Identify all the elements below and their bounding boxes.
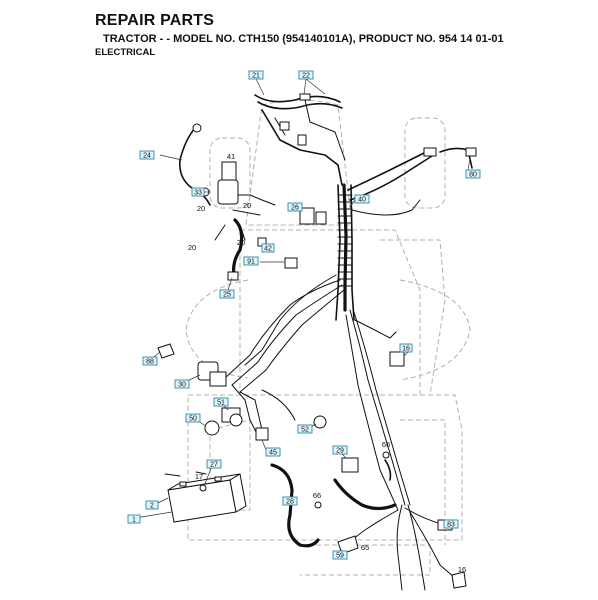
callout-25[interactable]: 25 xyxy=(219,289,235,299)
callout-21[interactable]: 21 xyxy=(248,70,264,80)
svg-text:52: 52 xyxy=(301,427,309,434)
label-20-a: 20 xyxy=(197,204,205,213)
svg-text:59: 59 xyxy=(336,553,344,560)
label-66-a: 66 xyxy=(382,440,390,449)
parts xyxy=(157,93,477,589)
callout-29[interactable]: 29 xyxy=(332,445,348,455)
part-45 xyxy=(255,427,269,441)
svg-text:2: 2 xyxy=(150,503,154,510)
label-20-d: 20 xyxy=(188,243,196,252)
ignition-key-housing xyxy=(221,161,237,181)
connector-21 xyxy=(279,121,290,131)
battery xyxy=(167,473,247,523)
battery-terminal-neg xyxy=(179,481,187,487)
callout-26[interactable]: 26 xyxy=(287,202,303,212)
ignition-switch xyxy=(217,179,239,205)
svg-text:26: 26 xyxy=(291,205,299,212)
label-20-c: 20 xyxy=(237,238,245,247)
svg-text:80: 80 xyxy=(469,172,477,179)
callout-52[interactable]: 52 xyxy=(297,424,313,434)
callout-16[interactable]: 16 xyxy=(399,343,413,353)
switch-26 xyxy=(299,207,315,225)
callout-40[interactable]: 40 xyxy=(354,194,370,204)
label-16-b: 16 xyxy=(458,565,466,574)
svg-text:22: 22 xyxy=(302,73,310,80)
connector-top xyxy=(297,134,307,146)
svg-text:91: 91 xyxy=(247,259,255,266)
svg-text:42: 42 xyxy=(264,246,272,253)
part-91 xyxy=(284,257,298,269)
terminal-25 xyxy=(227,271,239,281)
lamp-50b xyxy=(229,413,243,427)
label-66-b: 66 xyxy=(313,491,321,500)
callout-42[interactable]: 42 xyxy=(261,243,275,253)
callout-59[interactable]: 59 xyxy=(332,550,348,560)
svg-text:40: 40 xyxy=(358,197,366,204)
callout-83[interactable]: 83 xyxy=(443,519,459,529)
svg-text:24: 24 xyxy=(143,153,151,160)
callout-28[interactable]: 28 xyxy=(282,496,298,506)
svg-text:88: 88 xyxy=(146,359,154,366)
terminal-24 xyxy=(192,123,202,133)
label-41: 41 xyxy=(227,152,235,161)
svg-text:28: 28 xyxy=(286,499,294,506)
label-20-b: 20 xyxy=(243,201,251,210)
svg-text:25: 25 xyxy=(223,292,231,299)
callout-50[interactable]: 50 xyxy=(185,413,201,423)
callout-80[interactable]: 80 xyxy=(465,169,481,179)
svg-text:27: 27 xyxy=(210,462,218,469)
svg-text:29: 29 xyxy=(336,448,344,455)
connector-80 xyxy=(423,147,437,157)
svg-text:50: 50 xyxy=(189,416,197,423)
callout-45[interactable]: 45 xyxy=(265,447,281,457)
switch-16b xyxy=(451,571,467,589)
part-88 xyxy=(157,343,175,359)
lamp-50 xyxy=(204,420,220,436)
solenoid-29 xyxy=(341,457,359,473)
callout-91[interactable]: 91 xyxy=(243,256,259,266)
part-59 xyxy=(337,535,359,555)
connector-22 xyxy=(299,93,311,101)
section-label: ELECTRICAL xyxy=(95,47,156,58)
callout-24[interactable]: 24 xyxy=(139,150,155,160)
callout-2[interactable]: 2 xyxy=(145,500,159,510)
callout-27[interactable]: 27 xyxy=(206,459,222,469)
nut-27 xyxy=(199,484,207,492)
relay-30b xyxy=(209,371,227,387)
svg-text:30: 30 xyxy=(178,382,186,389)
harness-corrugation xyxy=(337,194,353,287)
label-17: 17 xyxy=(195,472,203,481)
callout-33[interactable]: 33 xyxy=(191,187,205,197)
battery-terminal-pos xyxy=(214,476,222,482)
svg-text:83: 83 xyxy=(447,522,455,529)
svg-text:1: 1 xyxy=(132,517,136,524)
callout-51[interactable]: 51 xyxy=(213,397,229,407)
svg-text:16: 16 xyxy=(402,346,410,353)
callout-22[interactable]: 22 xyxy=(298,70,314,80)
label-65: 65 xyxy=(361,543,369,552)
model-subtitle: TRACTOR - - MODEL NO. CTH150 (954140101A… xyxy=(103,33,504,45)
callout-88[interactable]: 88 xyxy=(142,356,158,366)
svg-text:51: 51 xyxy=(217,400,225,407)
switch-26b xyxy=(315,211,327,225)
plug-80 xyxy=(465,147,477,157)
terminal-66b xyxy=(314,501,322,509)
svg-text:45: 45 xyxy=(269,450,277,457)
switch-16 xyxy=(389,351,405,367)
svg-text:21: 21 xyxy=(252,73,260,80)
terminal-66a xyxy=(382,451,390,459)
lamp-52 xyxy=(313,415,327,429)
svg-text:33: 33 xyxy=(194,190,202,197)
page-title: REPAIR PARTS xyxy=(95,12,215,29)
callout-30[interactable]: 30 xyxy=(174,379,190,389)
callout-1[interactable]: 1 xyxy=(127,514,141,524)
